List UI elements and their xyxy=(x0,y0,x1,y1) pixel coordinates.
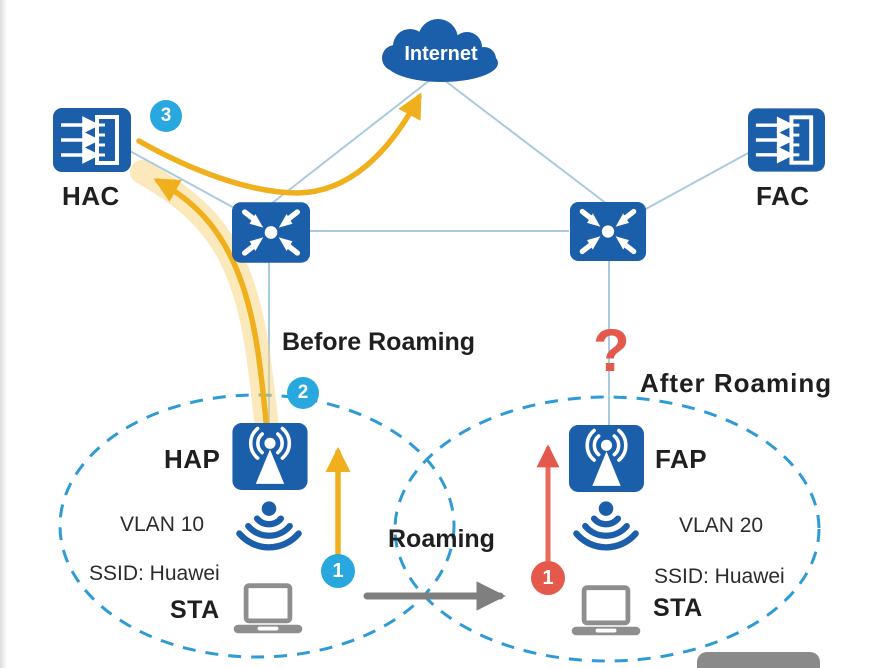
wifi-signal-left-icon xyxy=(236,501,302,551)
scrollbar-thumb[interactable] xyxy=(697,652,820,668)
traffic-arrow-hap-to-hac xyxy=(153,178,270,434)
wifi-signal-right-icon xyxy=(573,501,639,551)
coverage-ellipse-left xyxy=(58,393,456,659)
fap-label: FAP xyxy=(655,444,708,474)
link-internet-switch-right xyxy=(443,79,608,205)
step-badge-3: 3 xyxy=(150,100,182,132)
vlan20-label: VLAN 20 xyxy=(679,514,764,537)
fac-label: FAC xyxy=(756,181,810,211)
ssid-right-label: SSID: Huawei xyxy=(654,565,785,588)
ssid-left-label: SSID: Huawei xyxy=(89,562,220,585)
left-edge-shade xyxy=(0,0,7,668)
laptop-right-icon xyxy=(571,585,641,636)
after-roaming-label: After Roaming xyxy=(640,368,833,398)
roaming-label: Roaming xyxy=(388,525,495,553)
switch-left-icon xyxy=(232,202,310,263)
link-hac-switch-left xyxy=(127,149,239,211)
internet-cloud-icon xyxy=(382,19,498,82)
hac-access-controller-icon xyxy=(53,108,131,172)
step-badge-1-right: 1 xyxy=(531,561,565,595)
internet-label: Internet xyxy=(404,43,478,65)
link-fac-switch-right xyxy=(643,151,751,211)
fac-access-controller-icon xyxy=(748,108,825,172)
vlan10-label: VLAN 10 xyxy=(120,513,205,536)
sta-left-label: STA xyxy=(170,596,220,624)
hap-label: HAP xyxy=(164,444,221,474)
traffic-arrows-yellow xyxy=(136,92,422,560)
link-internet-switch-left xyxy=(270,79,431,205)
hap-access-point-icon xyxy=(232,423,308,490)
traffic-arrow-hac-to-internet xyxy=(136,92,422,196)
step-badge-2: 2 xyxy=(287,377,319,409)
fap-access-point-icon xyxy=(569,425,644,492)
coverage-ellipse-right xyxy=(393,395,821,663)
laptop-left-icon xyxy=(233,583,303,634)
step-badge-1-left: 1 xyxy=(321,554,355,588)
sta-right-label: STA xyxy=(653,594,703,622)
switch-right-icon xyxy=(569,202,647,261)
before-roaming-label: Before Roaming xyxy=(282,328,476,356)
hac-label: HAC xyxy=(62,181,120,211)
question-mark: ? xyxy=(593,317,630,384)
